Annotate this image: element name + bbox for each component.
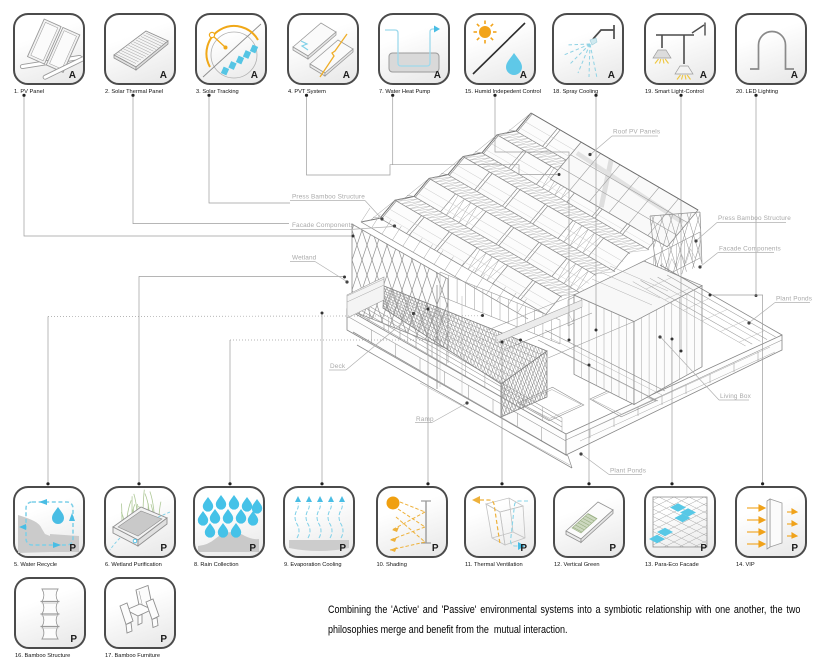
svg-text:Press Bamboo Structure: Press Bamboo Structure [292, 194, 365, 201]
svg-text:Plant Ponds: Plant Ponds [610, 468, 646, 475]
svg-text:Facade Components: Facade Components [719, 246, 781, 253]
svg-text:Press Bamboo Structure: Press Bamboo Structure [718, 215, 791, 222]
svg-text:Wetland: Wetland [292, 255, 317, 262]
svg-text:Facade Components: Facade Components [292, 222, 354, 229]
svg-text:Roof PV Panels: Roof PV Panels [613, 129, 660, 136]
svg-text:Plant Ponds: Plant Ponds [776, 296, 812, 303]
svg-text:Ramp: Ramp [416, 416, 434, 423]
svg-text:Living Box: Living Box [720, 393, 752, 400]
svg-text:Deck: Deck [330, 363, 346, 370]
